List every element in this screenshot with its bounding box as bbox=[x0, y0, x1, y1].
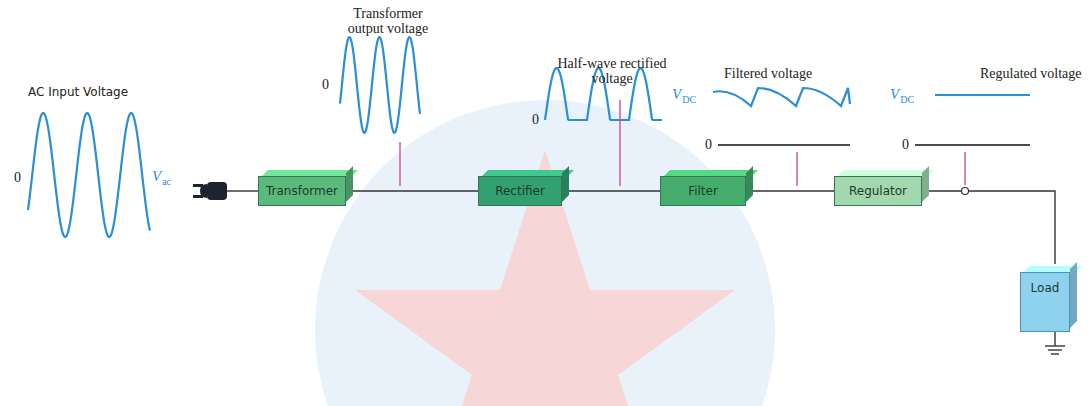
plug-symbol bbox=[193, 182, 258, 200]
subscript: DC bbox=[900, 94, 914, 105]
axis-label: 0 bbox=[532, 112, 539, 127]
leader-line bbox=[399, 142, 400, 186]
waveform-caption: Transformer output voltage bbox=[340, 6, 436, 37]
axis-label: 0 bbox=[322, 77, 329, 92]
stage-label: Filter bbox=[688, 184, 718, 198]
waveform-caption: Filtered voltage bbox=[724, 66, 812, 81]
subscript: ac bbox=[162, 176, 171, 187]
axis-label: V bbox=[890, 86, 899, 103]
axis-label: V bbox=[152, 168, 161, 185]
leader-line bbox=[796, 152, 797, 186]
wire bbox=[746, 190, 834, 191]
axis-label: 0 bbox=[705, 137, 712, 152]
stage-label: Rectifier bbox=[495, 184, 545, 198]
axis-label: V bbox=[672, 86, 681, 103]
load-box: Load bbox=[1020, 272, 1070, 332]
stage-box: Filter bbox=[660, 176, 746, 206]
regulated-wave bbox=[935, 94, 1030, 96]
stage-label: Load bbox=[1031, 281, 1060, 295]
ac-input-wave bbox=[28, 113, 150, 237]
transformer-wave bbox=[340, 37, 420, 133]
axis-label: 0 bbox=[902, 137, 909, 152]
wire bbox=[562, 190, 660, 191]
subscript: DC bbox=[682, 94, 696, 105]
waveform-caption: Regulated voltage bbox=[980, 66, 1081, 81]
wire bbox=[922, 191, 1055, 264]
waveform-caption: AC Input Voltage bbox=[28, 86, 128, 99]
leader-line bbox=[964, 152, 965, 185]
stage-box: Regulator bbox=[834, 176, 922, 206]
baseline bbox=[718, 144, 850, 145]
waveform-caption: Half-wave rectified voltage bbox=[548, 56, 676, 87]
watermark-disc bbox=[315, 100, 775, 406]
ground-symbol bbox=[1045, 332, 1065, 354]
output-terminal bbox=[962, 188, 969, 195]
wire bbox=[346, 190, 478, 191]
baseline bbox=[915, 144, 1030, 145]
stage-box: Rectifier bbox=[478, 176, 562, 206]
leader-line bbox=[619, 100, 620, 186]
axis-label: 0 bbox=[14, 170, 21, 185]
stage-label: Transformer bbox=[266, 184, 338, 198]
stage-box: Transformer bbox=[258, 176, 346, 206]
filtered-wave bbox=[713, 88, 850, 106]
stage-label: Regulator bbox=[849, 184, 907, 198]
